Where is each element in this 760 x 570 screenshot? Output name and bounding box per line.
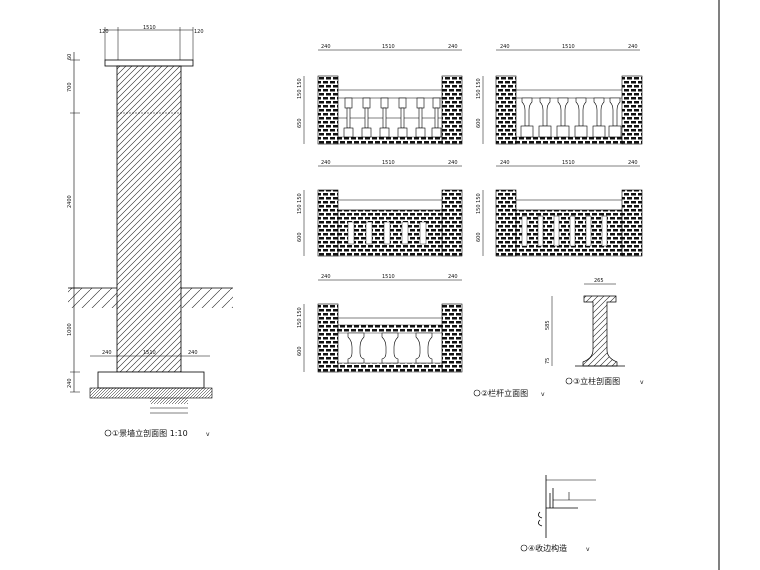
- railing-panel-2: 240 1510 240 150 150 600: [476, 44, 643, 145]
- post-caption: ③立柱剖面图: [573, 376, 620, 386]
- post-section: 265 585 75 ③立柱剖面图 v: [545, 278, 644, 386]
- post-dim-side-2: 75: [545, 358, 551, 364]
- rp5-dim-l: 240: [321, 274, 331, 280]
- post-dim-side-1: 585: [545, 320, 551, 330]
- detail-caption: ④收边构造: [528, 543, 567, 553]
- dim-top-right: 120: [194, 29, 204, 35]
- rp1-dim-r: 240: [448, 44, 458, 50]
- rp2-side-b: 600: [476, 118, 482, 128]
- column-caption: ①景墙立剖面图 1:10: [112, 428, 188, 438]
- rp3-side-a: 150 150: [297, 193, 303, 214]
- rp5-side-b: 600: [297, 346, 303, 356]
- rp3-dim-l: 240: [321, 160, 331, 166]
- railing-caption: ②栏杆立面图: [481, 388, 528, 398]
- dim-left-2: 700: [67, 82, 73, 92]
- rp5-dim-m: 1510: [382, 274, 395, 280]
- dim-top-mid: 1510: [143, 25, 156, 31]
- railing-panel-4: 240 1510 240 150 150 600: [476, 160, 643, 257]
- railing-panel-3: 240 1510 240 150 150 600: [297, 160, 463, 257]
- rp4-dim-r: 240: [628, 160, 638, 166]
- rp2-side-a: 150 150: [476, 78, 482, 99]
- rp3-dim-m: 1510: [382, 160, 395, 166]
- dim-left-1: 60: [67, 54, 73, 60]
- rp4-side-b: 600: [476, 232, 482, 242]
- dim-base-right: 240: [188, 350, 198, 356]
- rp3-side-b: 600: [297, 232, 303, 242]
- detail-caption-scale: v: [586, 546, 590, 553]
- column-elevation: 120 1510 120 60 700 2400 1000 240 240: [67, 25, 233, 438]
- edge-detail: ④收边构造 v: [520, 475, 596, 553]
- post-caption-scale: v: [640, 379, 644, 386]
- rp5-side-a: 150 150: [297, 307, 303, 328]
- dim-base-left: 240: [102, 350, 112, 356]
- railing-panel-1: 240 1510 240 150 150 650: [297, 44, 463, 145]
- rp5-dim-r: 240: [448, 274, 458, 280]
- railing-caption-scale: v: [541, 391, 545, 398]
- rp1-side-b: 650: [297, 118, 303, 128]
- dim-left-4: 1000: [67, 323, 73, 336]
- rp1-dim-m: 1510: [382, 44, 395, 50]
- rp4-dim-l: 240: [500, 160, 510, 166]
- rp2-dim-r: 240: [628, 44, 638, 50]
- rp1-side-a: 150 150: [297, 78, 303, 99]
- rp2-dim-m: 1510: [562, 44, 575, 50]
- rp3-dim-r: 240: [448, 160, 458, 166]
- post-dim-top: 265: [594, 278, 604, 284]
- rp4-side-a: 150 150: [476, 193, 482, 214]
- dim-base-mid: 1510: [143, 350, 156, 356]
- rp1-dim-l: 240: [321, 44, 331, 50]
- rp2-dim-l: 240: [500, 44, 510, 50]
- dim-top-left: 120: [99, 29, 109, 35]
- rp4-dim-m: 1510: [562, 160, 575, 166]
- railing-panel-5: 240 1510 240 150 150 600 ②栏杆立面图 v: [297, 274, 545, 398]
- dim-left-5: 240: [67, 378, 73, 388]
- column-caption-scale: v: [206, 431, 210, 438]
- dim-left-3: 2400: [67, 195, 73, 208]
